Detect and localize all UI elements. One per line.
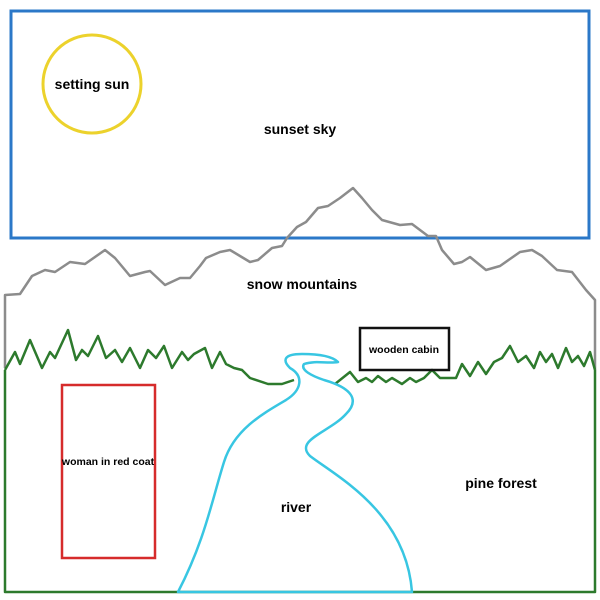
label-sunset-sky: sunset sky (264, 121, 337, 137)
sky-region (9, 9, 591, 240)
label-setting-sun: setting sun (55, 76, 130, 92)
label-snow-mountains: snow mountains (247, 276, 358, 292)
label-river: river (281, 499, 312, 515)
mountains-outline (3, 186, 597, 370)
label-pine-forest: pine forest (465, 475, 537, 491)
woman-rectangle (60, 383, 157, 560)
river-outline (176, 352, 414, 594)
sun-circle (41, 33, 143, 135)
label-woman-in-red-coat: woman in red coat (61, 456, 155, 468)
cabin-rectangle (358, 326, 451, 372)
label-wooden-cabin: wooden cabin (368, 344, 439, 356)
